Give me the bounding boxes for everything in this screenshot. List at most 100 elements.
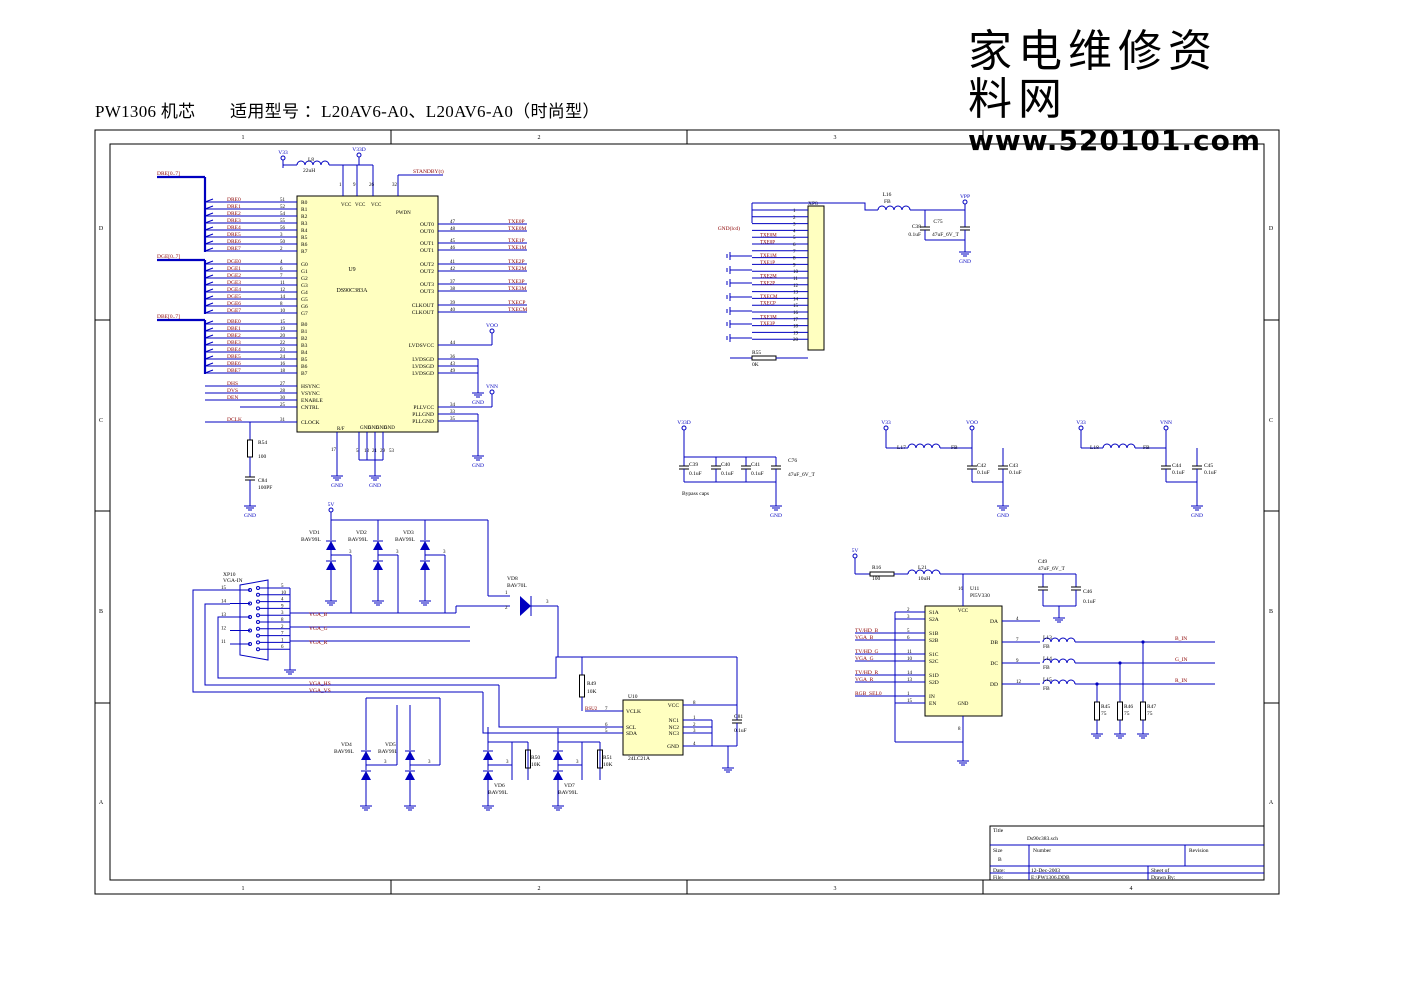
u9-pin-name: LVDSGD — [412, 371, 434, 377]
u9-pin-number: 23 — [280, 348, 286, 353]
diode-part: BAV99L — [558, 790, 578, 796]
xp8-pin-number: 3 — [793, 223, 796, 228]
u10-pin-name: NC3 — [669, 731, 680, 737]
bus-entry — [204, 369, 214, 374]
u9-net-label: DGE2 — [227, 273, 241, 279]
diode-symbol — [405, 751, 415, 760]
bus-label: DBE[0..7] — [157, 314, 180, 320]
c49-label: C49 — [1038, 559, 1047, 565]
logo-chinese-text: 家电维修资料网 — [968, 26, 1218, 125]
u11-net-label: B_IN — [1175, 636, 1187, 642]
r55-value: 0K — [752, 362, 759, 368]
l21-value: 10uH — [918, 576, 930, 582]
power-label: VNN — [1160, 420, 1172, 426]
u9-pin-number: 14 — [280, 295, 286, 300]
u9-pin-number: 47 — [450, 220, 456, 225]
title-value: Ds90c383.sch — [1027, 836, 1058, 842]
u9-net-label: TXE1P — [508, 238, 525, 244]
u9-pin-number: 36 — [450, 355, 456, 360]
l18-value: FB — [1143, 445, 1150, 451]
power-port — [1163, 425, 1169, 431]
vga-pin-number: 3 — [281, 611, 284, 616]
c81-value: 0.1uF — [734, 728, 747, 734]
vga-net-label: VGA_G — [309, 626, 328, 632]
u9-net-label: DRE5 — [227, 232, 241, 238]
c45-value: 0.1uF — [1204, 470, 1217, 476]
u9-pin-name: G5 — [301, 297, 308, 303]
u11-net-label: R_IN — [1175, 678, 1187, 684]
u9-pin-name: OUT0 — [420, 229, 434, 235]
u9-pin-number: 24 — [280, 355, 286, 360]
diode-pin: 3 — [384, 760, 387, 765]
u9-gnd-name: GND — [376, 426, 387, 431]
u9-pin-number: 43 — [450, 362, 456, 367]
xp8-net-label: TXE3P — [760, 322, 775, 327]
xp8-pin-number: 15 — [793, 304, 799, 309]
vga-pin-number: 11 — [221, 640, 226, 645]
vga-pin-dot — [256, 606, 260, 611]
title-label: Title — [993, 828, 1004, 834]
r49-label: R49 — [587, 681, 596, 687]
u9-pin-number: 16 — [280, 362, 286, 367]
u10-pin-name: VCLK — [626, 709, 641, 715]
diode-ref: VD1 — [309, 530, 320, 536]
bus-entry — [204, 267, 214, 272]
u9-pin-number: 22 — [280, 341, 286, 346]
bus-entry — [204, 288, 214, 293]
resistor-body — [1117, 701, 1123, 721]
u9-net-label: DHS — [227, 381, 238, 387]
zone-row-label: C — [1269, 418, 1273, 424]
c43-value: 0.1uF — [1009, 470, 1022, 476]
bus-label: DGE[0..7] — [157, 254, 180, 260]
u11-pin-name: S2C — [929, 659, 939, 665]
u9-pin-name: R5 — [301, 235, 308, 241]
u9-pin-number: 25 — [280, 403, 286, 408]
u9-net-label: DRE6 — [227, 239, 241, 245]
diode-ref: VD2 — [356, 530, 367, 536]
c81-label: C81 — [734, 714, 743, 720]
u9-pin-number: 5 — [356, 449, 359, 454]
u9-net-label: DGE3 — [227, 280, 241, 286]
r51-value: 10K — [603, 762, 613, 768]
bypass-cap-label: C39 — [689, 462, 698, 468]
u11-pin-number: 11 — [907, 650, 912, 655]
number-label: Number — [1033, 848, 1051, 854]
u11-net-label: VGA_G — [855, 656, 874, 662]
u9-pin-name: PLLGND — [412, 412, 434, 418]
size-value: B — [998, 857, 1002, 863]
vga-pin-number: 8 — [281, 618, 284, 623]
u11-pin-name: S1B — [929, 631, 939, 637]
scl-wire — [498, 685, 585, 728]
u11-pin-number: 3 — [907, 615, 910, 620]
diode-symbol — [483, 751, 493, 760]
u9-pin-number: 51 — [280, 198, 286, 203]
ground-label: GND — [959, 259, 971, 265]
u11-pin-number: 15 — [907, 699, 913, 704]
vpp-wire — [752, 202, 878, 211]
bus-entry — [204, 341, 214, 346]
diode-part: BAV99L — [334, 749, 354, 755]
vga-pin-number: 15 — [221, 586, 227, 591]
resistor-body — [1140, 701, 1146, 721]
vga-pin-number: 14 — [221, 600, 227, 605]
zone-col-label: 4 — [1130, 886, 1133, 892]
u9-pin-number: 3 — [280, 233, 283, 238]
u9-pin-name: OUT2 — [420, 269, 434, 275]
u9-pin-name: R0 — [301, 200, 308, 206]
l8-wire — [282, 162, 297, 166]
u10-net-label: BSU2 — [585, 707, 598, 712]
l16-label: L16 — [883, 192, 892, 198]
u9-pin-number: 4 — [280, 260, 283, 265]
u9-pin-number: 42 — [450, 267, 456, 272]
vga-pin-dot — [256, 599, 260, 604]
bypass-cap-label: C41 — [751, 462, 760, 468]
diode-part: BAV99L — [348, 537, 368, 543]
u9-pin-number: 13 — [364, 449, 370, 454]
diode-symbol — [326, 541, 336, 550]
diode-symbol — [373, 561, 383, 570]
diode-pin: 3 — [428, 760, 431, 765]
xp8-pin-number: 1 — [793, 209, 796, 214]
vga-vs-wire — [204, 603, 499, 686]
power-label: VOO — [486, 323, 498, 329]
